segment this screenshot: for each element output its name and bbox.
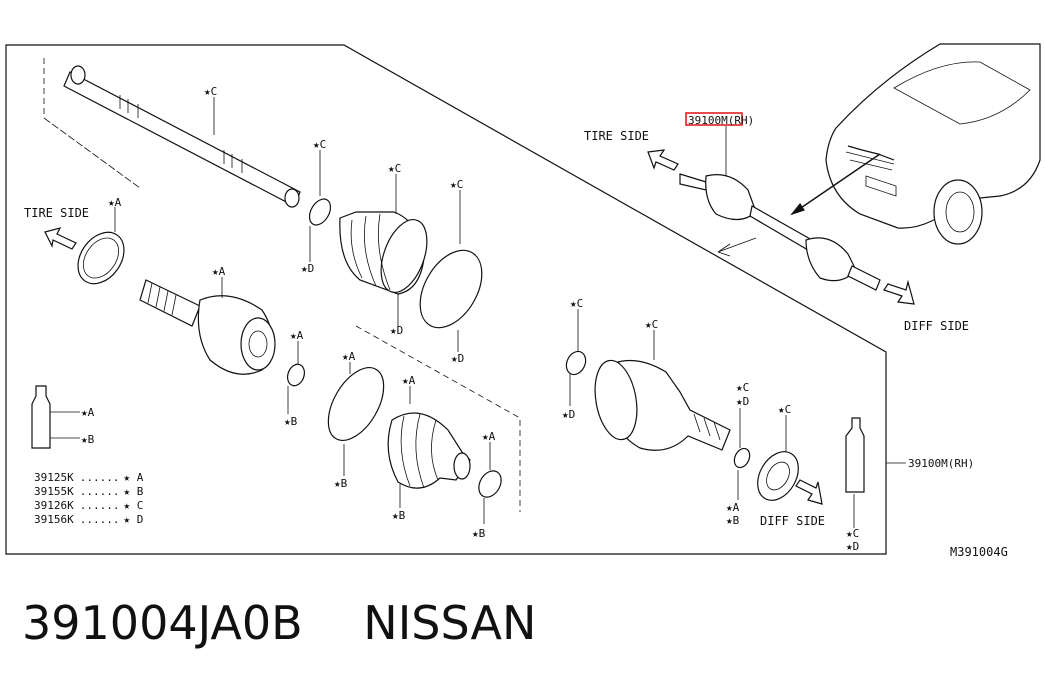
svg-text:★A: ★A	[290, 329, 304, 342]
diff-side-label-lower: DIFF SIDE	[760, 514, 825, 528]
legend-part: 39125K	[34, 471, 74, 484]
diff-side-label-upper: DIFF SIDE	[904, 319, 969, 333]
drive-shaft[interactable]	[63, 65, 301, 208]
svg-text:★C: ★C	[313, 138, 326, 151]
arrow-direction	[717, 237, 757, 257]
boot-clamp-small[interactable]	[474, 467, 505, 501]
boot-band-lower[interactable]	[317, 358, 395, 449]
svg-text:★C: ★C	[846, 527, 859, 540]
svg-text:39155K......★ B: 39155K......★ B	[34, 485, 144, 498]
tire-side-label-right: TIRE SIDE	[584, 129, 649, 143]
svg-text:★C: ★C	[736, 381, 749, 394]
svg-text:★B: ★B	[472, 527, 486, 540]
grease-tube-left[interactable]	[31, 385, 51, 449]
snap-ring-right[interactable]	[563, 348, 589, 377]
brand-name: NISSAN	[363, 596, 537, 650]
highlight-box[interactable]	[685, 112, 743, 126]
boot-upper[interactable]	[339, 211, 436, 299]
svg-text:★A: ★A	[482, 430, 496, 443]
diagram-code: M391004G	[950, 545, 1008, 559]
highlight-label: 39100M(RH)	[688, 114, 754, 127]
boot-band-ring[interactable]	[69, 224, 134, 293]
svg-text:★D: ★D	[451, 352, 464, 365]
arrow-diff-side-upper	[883, 279, 915, 305]
svg-text:★A: ★A	[212, 265, 226, 278]
svg-text:★C: ★C	[388, 162, 401, 175]
snap-ring-right-lower[interactable]	[731, 446, 752, 470]
washer-ring[interactable]	[749, 444, 806, 507]
tag-star: ★	[204, 85, 211, 98]
legend-part: 39126K	[34, 499, 74, 512]
guide-dash-1	[43, 58, 141, 189]
svg-text:★C: ★C	[778, 403, 791, 416]
svg-text:★C: ★C	[570, 297, 583, 310]
guide-dash-2	[355, 325, 521, 512]
svg-text:★A: ★A	[108, 196, 122, 209]
boot-lower[interactable]	[387, 412, 471, 489]
svg-text:★D: ★D	[390, 324, 403, 337]
axle-assembly[interactable]	[679, 173, 881, 291]
svg-text:★C: ★C	[450, 178, 463, 191]
svg-text:★B: ★B	[81, 433, 95, 446]
arrow-tire-side-right	[647, 149, 679, 171]
tag-c: C	[211, 85, 218, 98]
parts-legend: 39125K......★ A 39155K......★ B 39126K..…	[34, 471, 144, 526]
svg-text:39126K......★ C: 39126K......★ C	[34, 499, 143, 512]
svg-text:★C: ★C	[645, 318, 658, 331]
svg-text:★D: ★D	[301, 262, 314, 275]
grease-tube-right[interactable]	[845, 417, 865, 493]
arrow-tire-side-left	[44, 227, 77, 250]
footer: 391004JA0B NISSAN	[22, 596, 536, 650]
boot-band-large[interactable]	[407, 240, 494, 339]
snap-ring-small[interactable]	[305, 195, 335, 228]
svg-text:★B: ★B	[334, 477, 348, 490]
svg-text:★A: ★A	[81, 406, 95, 419]
svg-text:★A: ★A	[726, 501, 740, 514]
svg-text:★C: ★C	[204, 85, 217, 98]
svg-text:★D: ★D	[846, 540, 859, 553]
svg-text:★A: ★A	[342, 350, 356, 363]
svg-text:★D: ★D	[736, 395, 749, 408]
cv-joint-inner[interactable]	[589, 357, 731, 451]
vehicle-illustration	[825, 43, 1041, 245]
legend-part: 39156K	[34, 513, 74, 526]
tire-side-label-left: TIRE SIDE	[24, 206, 89, 220]
part-number: 391004JA0B	[22, 596, 303, 650]
cv-joint-outer[interactable]	[139, 279, 276, 375]
svg-text:★B: ★B	[726, 514, 740, 527]
legend-part: 39155K	[34, 485, 74, 498]
svg-text:39156K......★ D: 39156K......★ D	[34, 513, 143, 526]
svg-text:★D: ★D	[562, 408, 575, 421]
svg-text:★B: ★B	[392, 509, 406, 522]
arrow-diff-side-lower	[795, 479, 823, 505]
svg-text:★B: ★B	[284, 415, 298, 428]
svg-text:39125K......★ A: 39125K......★ A	[34, 471, 144, 484]
diagram-frame	[5, 44, 887, 555]
svg-text:★A: ★A	[402, 374, 416, 387]
snap-ring-mid[interactable]	[285, 362, 308, 388]
assembly-label: 39100M(RH)	[908, 457, 974, 470]
